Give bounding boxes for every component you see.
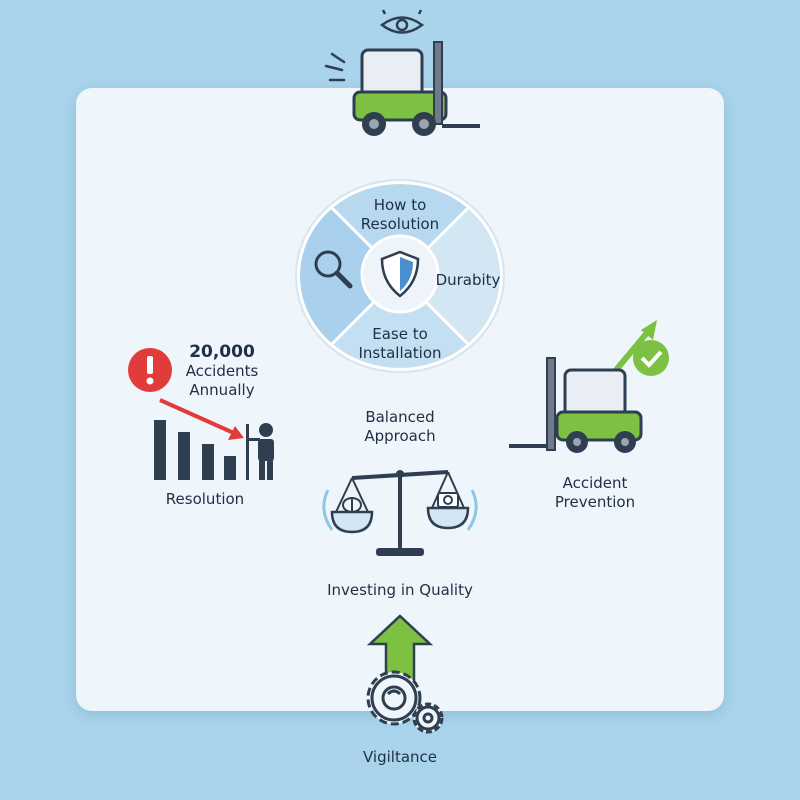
person-icon	[246, 423, 274, 480]
checkmark-icon	[633, 340, 669, 376]
forklift-right-icon	[509, 320, 669, 453]
wheel-label-bottom: Ease to Installation	[358, 325, 442, 362]
stat-caption: Accidents Annually	[185, 362, 259, 399]
vigiltance-label: Vigiltance	[362, 748, 437, 766]
investing-label: Investing in Quality	[327, 581, 473, 599]
shield-icon	[380, 250, 420, 298]
gears-icon	[366, 614, 444, 734]
wheel-diagram	[295, 179, 505, 373]
accident-prevention-label: Accident Prevention	[554, 474, 636, 511]
scale-icon	[322, 470, 478, 556]
wheel-label-right: Durabity	[435, 271, 501, 289]
alert-icon	[128, 348, 172, 392]
resolution-label: Resolution	[165, 490, 245, 508]
stat-value: 20,000	[189, 342, 255, 362]
wheel-label-top: How to Resolution	[360, 196, 440, 233]
balanced-approach-label: Balanced Approach	[364, 408, 436, 445]
accident-chart-icon	[128, 348, 274, 480]
magnifier-icon	[314, 250, 353, 289]
camera-icon	[437, 492, 459, 508]
brain-icon	[342, 497, 362, 513]
eye-icon	[379, 9, 425, 34]
forklift-top-icon	[324, 9, 480, 136]
